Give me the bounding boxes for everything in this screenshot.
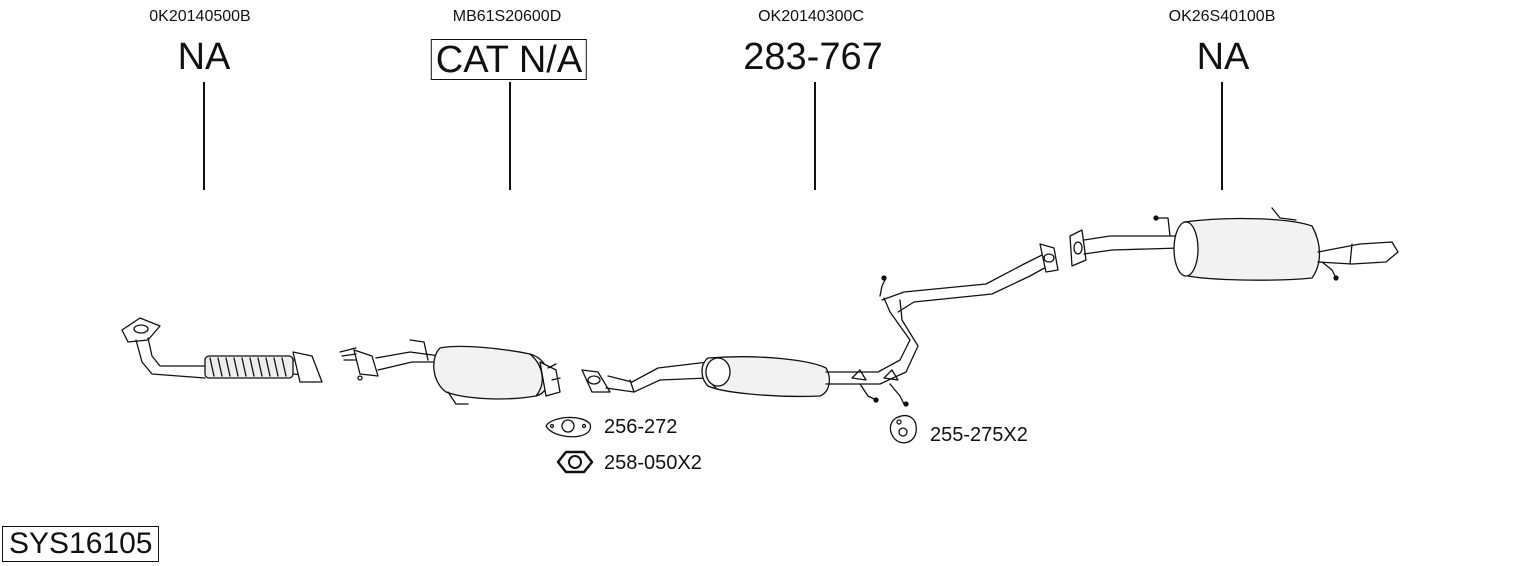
part-code-front-pipe[interactable]: NA (177, 36, 231, 78)
part-code-rear-silencer[interactable]: NA (1196, 36, 1250, 78)
accessory-label-nut[interactable]: 258-050X2 (604, 452, 702, 474)
accessory-label-rubber-mount[interactable]: 255-275X2 (930, 424, 1028, 446)
part-oe-number-middle-silencer: OK20140300C (758, 8, 864, 25)
part-oe-number-rear-silencer: OK26S40100B (1168, 8, 1276, 25)
leader-line-front-pipe (203, 82, 205, 190)
catalyst-drawing[interactable] (339, 339, 561, 405)
part-oe-number-front-pipe: 0K20140500B (149, 8, 251, 25)
part-code-middle-silencer[interactable]: 283-767 (743, 36, 883, 78)
system-code-badge: SYS16105 (2, 526, 160, 562)
rubber-mount-icon[interactable] (889, 415, 917, 444)
part-code-catalyst[interactable]: CAT N/A (430, 39, 588, 80)
leader-line-rear-silencer (1221, 82, 1223, 190)
rear-silencer-drawing[interactable] (1069, 207, 1399, 281)
nut-icon[interactable] (556, 450, 594, 474)
gasket-icon[interactable] (545, 416, 592, 438)
part-oe-number-catalyst: MB61S20600D (452, 8, 562, 25)
leader-line-catalyst (509, 82, 511, 190)
front-pipe-drawing[interactable] (121, 317, 323, 383)
leader-line-middle-silencer (814, 82, 816, 190)
accessory-label-gasket[interactable]: 256-272 (604, 416, 678, 438)
middle-silencer-drawing[interactable] (581, 243, 1059, 407)
